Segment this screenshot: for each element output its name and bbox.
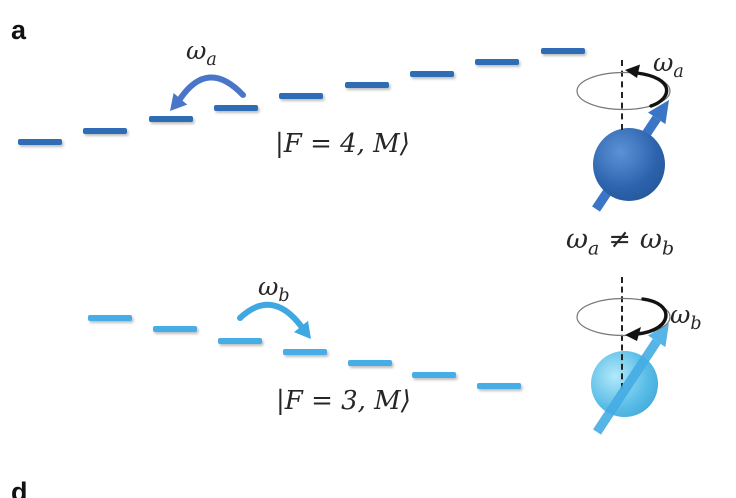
spin-arrow-b [593,323,669,435]
larmor-transition-arrow-b [237,301,311,339]
energy-level-dash [83,128,127,134]
energy-level-dash [475,59,519,65]
energy-level-dash [214,105,258,111]
precession-orbit-b [576,297,671,341]
energy-level-dash [153,326,197,332]
energy-level-dash [18,139,62,145]
energy-level-dash [218,338,262,344]
frequency-inequality: ωa≠ωb [566,224,674,258]
larmor-transition-arrow-a [170,74,246,111]
precession-frequency-label-b: ωb [670,300,702,333]
energy-level-dash [477,383,521,389]
omega-symbol: ω [566,224,589,255]
omega-symbol: ω [186,36,207,65]
omega-subscript: b [690,314,702,334]
energy-level-dash [345,82,389,88]
omega-subscript: a [206,50,217,70]
omega-subscript: b [661,237,675,260]
omega-symbol: ω [639,224,662,255]
panel-label-d: d [11,477,28,498]
not-equal-operator: ≠ [608,224,631,255]
energy-level-dash [348,360,392,366]
omega-symbol: ω [670,300,691,329]
precession-axis-b [621,277,623,389]
precession-orbit-a [576,64,671,111]
precession-axis-a [621,60,623,130]
omega-subscript: a [588,237,600,260]
energy-level-dash [410,71,454,77]
atom-sphere-a [593,128,665,201]
omega-symbol: ω [653,48,674,77]
energy-level-dash [279,93,323,99]
precession-frequency-label-a: ωa [653,48,684,81]
energy-level-dash [541,48,585,54]
transition-frequency-label-b: ωb [258,272,290,305]
energy-level-dash [283,349,327,355]
panel-label-a: a [11,15,27,45]
omega-subscript: a [673,62,684,82]
energy-level-dash [149,116,193,122]
energy-level-dash [412,372,456,378]
state-label-f3: |F = 3, M⟩ [276,386,411,416]
energy-level-dash [88,315,132,321]
transition-frequency-label-a: ωa [186,36,217,69]
omega-symbol: ω [258,272,279,301]
state-label-f4: |F = 4, M⟩ [275,129,410,159]
omega-subscript: b [278,286,290,306]
